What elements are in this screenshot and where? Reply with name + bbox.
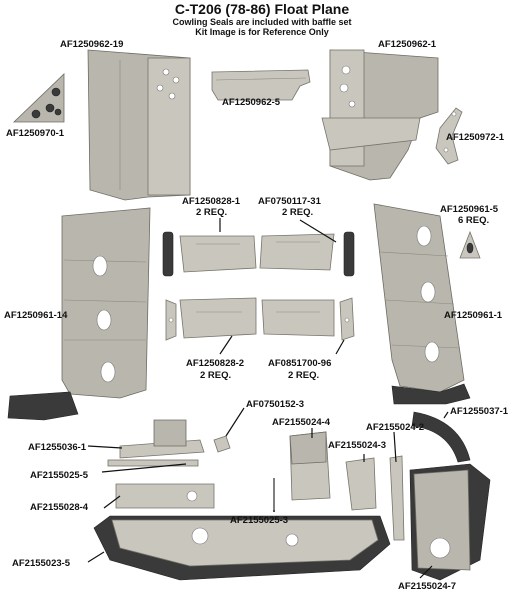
part-af1255037-1 [411, 411, 471, 463]
part-af1250961-1 [373, 203, 471, 405]
label-af2155025-3: AF2155025-3 [230, 515, 288, 526]
label-af0851700-96-qty: 2 REQ. [288, 370, 319, 381]
label-af1250828-1-qty: 2 REQ. [196, 207, 227, 218]
label-af1250961-5: AF1250961-5 [440, 204, 499, 215]
part-af2155024-4 [289, 431, 331, 501]
part-af1250970-1 [13, 73, 65, 123]
part-af0750152-3 [213, 435, 231, 453]
part-af1255036-1 [119, 419, 205, 459]
label-af1250961-5-qty: 6 REQ. [458, 215, 489, 226]
label-af2155024-3: AF2155024-3 [328, 440, 386, 451]
label-af1250961-1: AF1250961-1 [444, 310, 503, 321]
label-af1250828-2-qty: 2 REQ. [200, 370, 231, 381]
label-af0750152-3: AF0750152-3 [246, 399, 304, 410]
part-af1250962-5 [211, 69, 311, 101]
label-af1250962-19: AF1250962-19 [60, 39, 123, 50]
part-af1250961-5 [459, 230, 481, 259]
part-af0750117-31 [162, 231, 355, 277]
label-af2155024-4: AF2155024-4 [272, 417, 331, 428]
label-af1250828-1: AF1250828-1 [182, 196, 241, 207]
label-af2155028-4: AF2155028-4 [30, 502, 89, 513]
label-af2155025-5: AF2155025-5 [30, 470, 89, 481]
label-af1250961-14: AF1250961-14 [4, 310, 68, 321]
label-af2155023-5: AF2155023-5 [12, 558, 71, 569]
part-af1250961-14 [7, 207, 151, 421]
subtitle-reference-only: Kit Image is for Reference Only [195, 27, 329, 37]
part-af2155025-5 [107, 459, 199, 467]
label-af1250962-5: AF1250962-5 [222, 97, 281, 108]
label-af1255037-1: AF1255037-1 [450, 406, 509, 417]
part-af2155023-5 [93, 515, 391, 581]
label-af0851700-96: AF0851700-96 [268, 358, 331, 369]
page-title: C-T206 (78-86) Float Plane [174, 1, 350, 17]
part-af1250828-1 [179, 233, 335, 273]
part-af2155024-3 [345, 457, 377, 511]
label-af2155024-7: AF2155024-7 [398, 581, 456, 592]
label-af1250828-2: AF1250828-2 [186, 358, 244, 369]
label-af1255036-1: AF1255036-1 [28, 442, 87, 453]
part-af0851700-96 [165, 297, 355, 341]
label-af1250970-1: AF1250970-1 [6, 128, 65, 139]
part-af2155028-4 [115, 483, 215, 509]
leader-lines [87, 218, 449, 579]
label-af2155024-2: AF2155024-2 [366, 422, 424, 433]
label-af1250972-1: AF1250972-1 [446, 132, 505, 143]
part-af2155024-7 [409, 463, 491, 581]
part-af1250962-19 [87, 49, 191, 201]
label-af0750117-31-qty: 2 REQ. [282, 207, 313, 218]
part-af1250962-1 [321, 49, 439, 181]
label-af0750117-31: AF0750117-31 [258, 196, 322, 207]
subtitle-cowling-seals: Cowling Seals are included with baffle s… [172, 17, 352, 27]
part-af1250828-2 [179, 297, 335, 339]
part-af1250972-1 [435, 107, 463, 165]
label-af1250962-1: AF1250962-1 [378, 39, 437, 50]
part-af2155024-2 [389, 455, 405, 541]
